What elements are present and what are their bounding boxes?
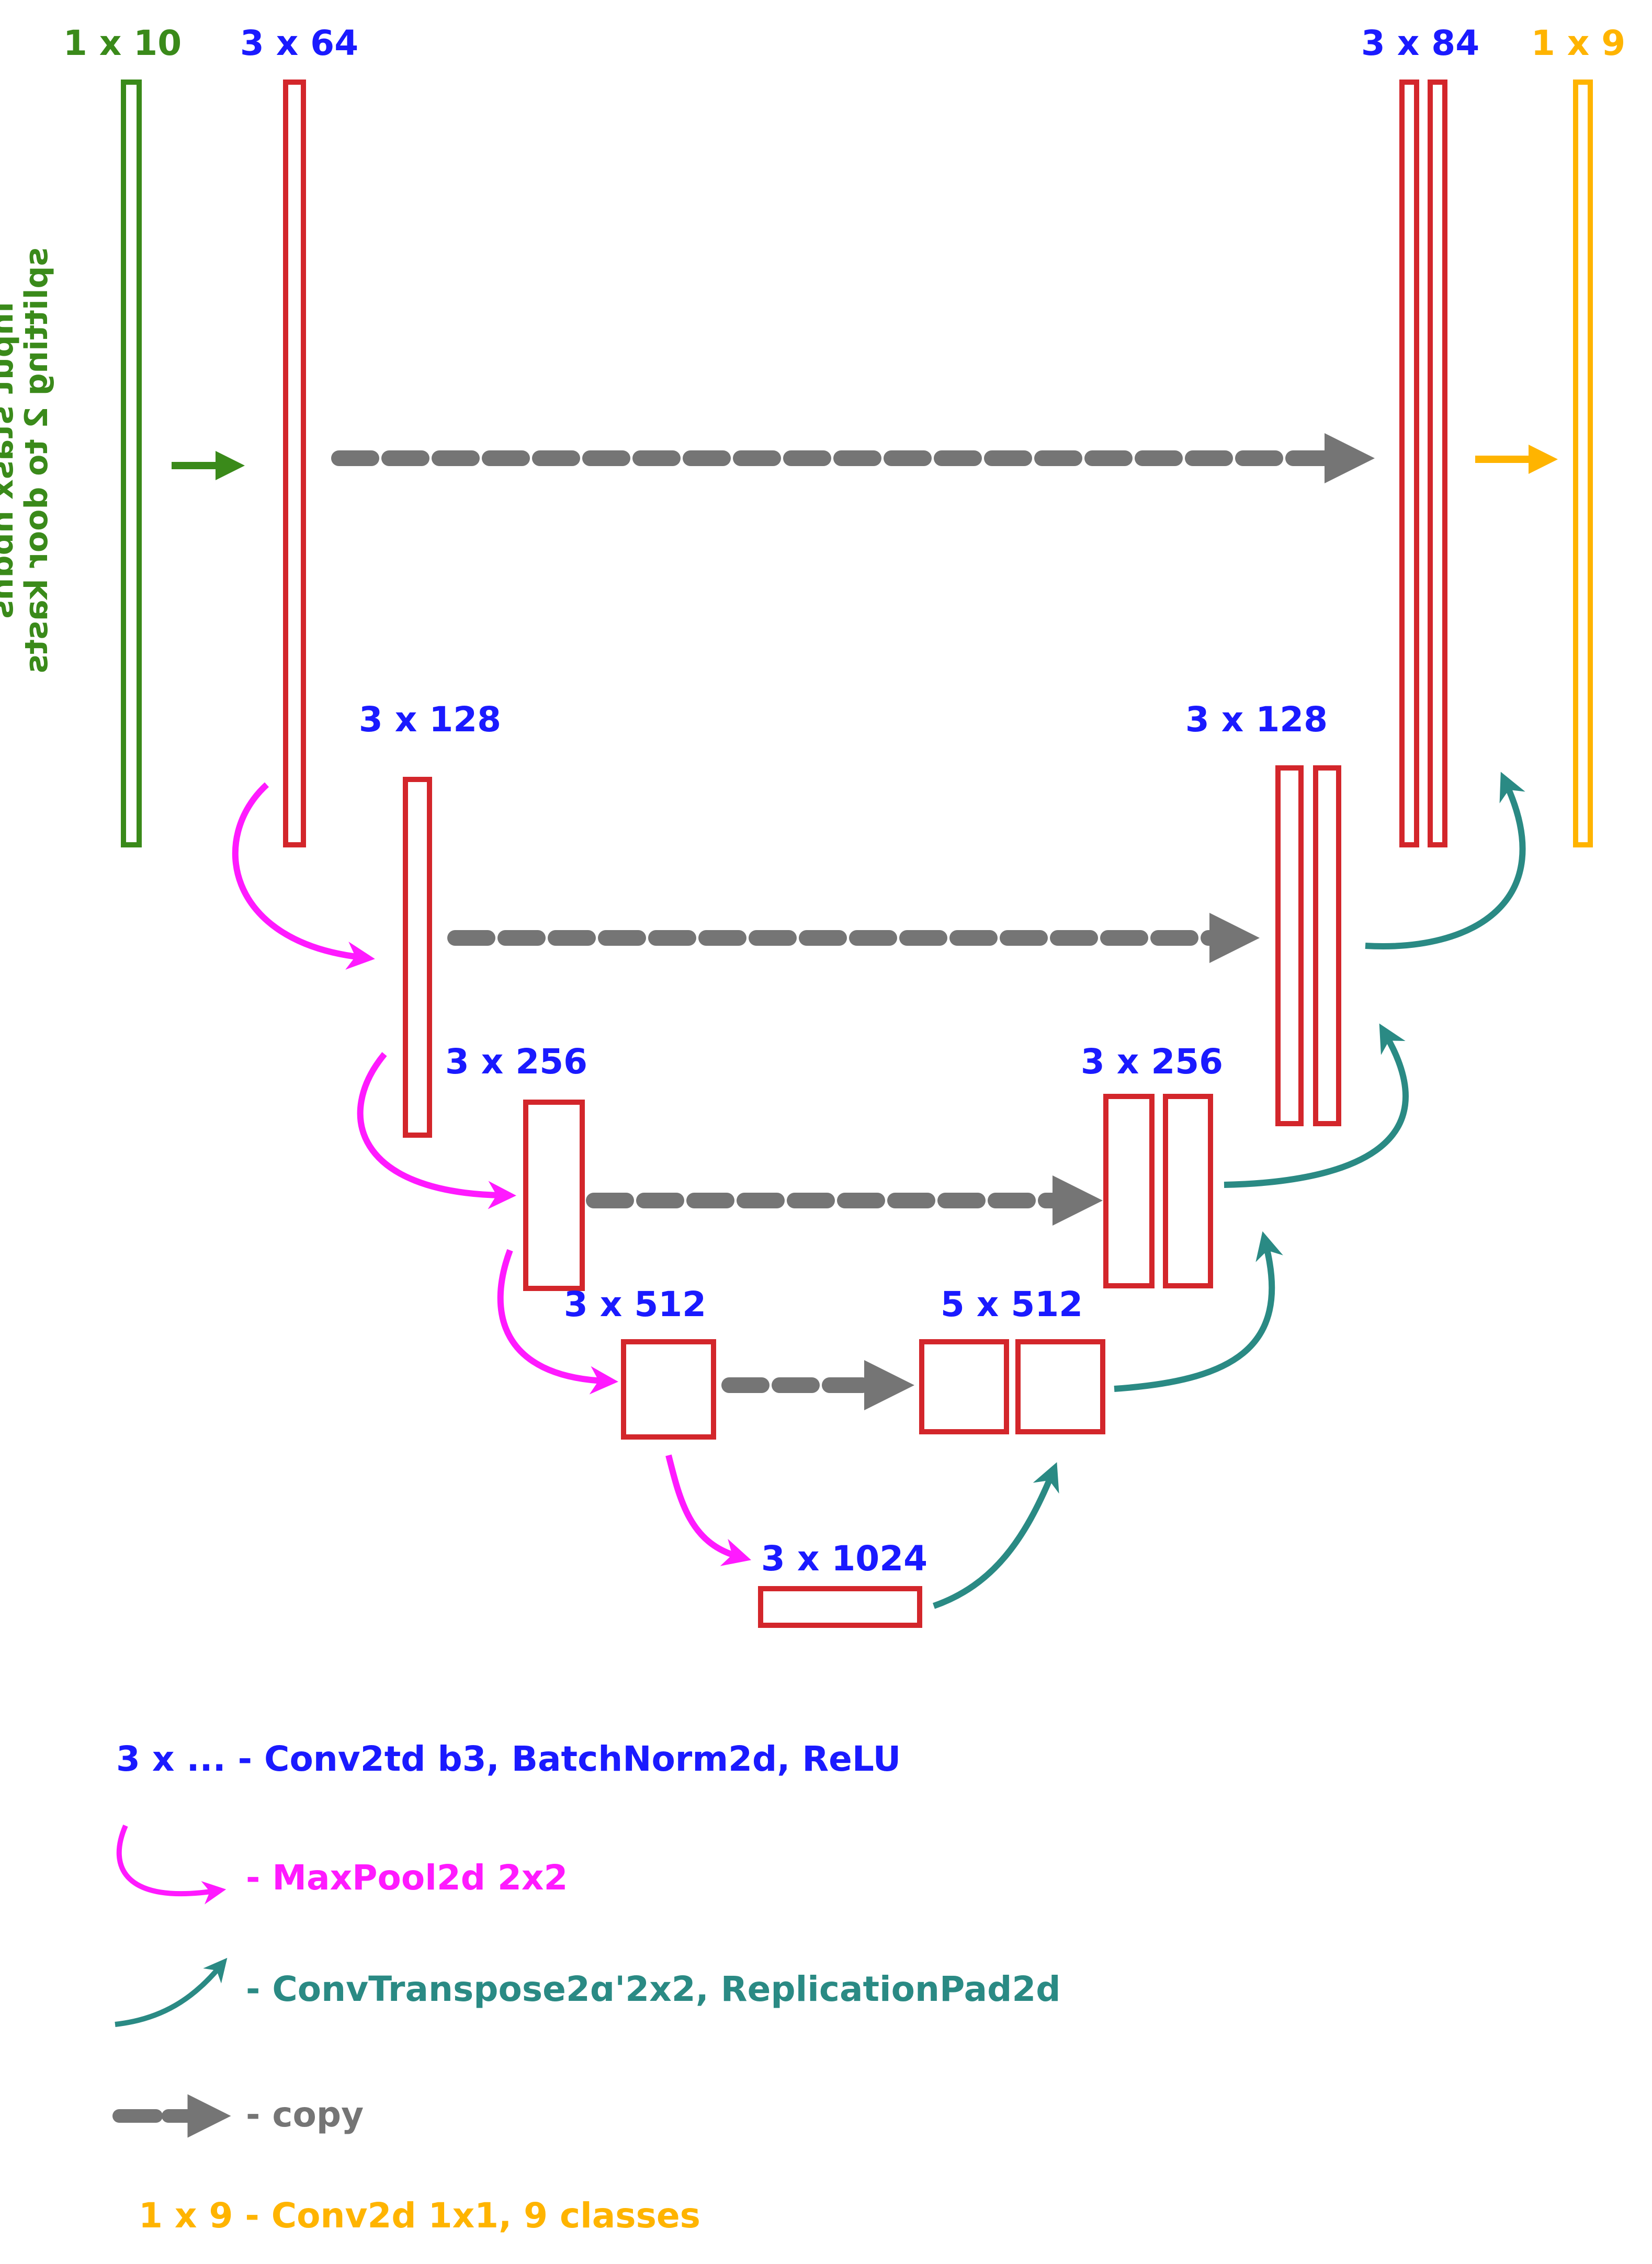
dec3-block-a [1103, 1094, 1155, 1288]
dec4-label: 5 x 512 [941, 1284, 1083, 1325]
maxpool-arrow-3 [497, 1249, 618, 1395]
dec3-label: 3 x 256 [1081, 1042, 1223, 1082]
bottleneck-label: 3 x 1024 [761, 1538, 927, 1579]
side-text: splitting 2 to door kasts input stasx nb… [0, 247, 55, 673]
enc4-block [621, 1339, 716, 1440]
maxpool-arrow-icon [116, 1824, 227, 1905]
enc1-block [283, 80, 306, 847]
dec2-block-b [1313, 765, 1341, 1126]
maxpool-arrow-2 [357, 1052, 516, 1209]
maxpool-arrow-1 [232, 782, 375, 970]
dec2-label: 3 x 128 [1185, 699, 1328, 740]
legend-conv: 3 x ... - Conv2td b3, BatchNorm2d, ReLU [116, 1739, 901, 1779]
enc4-label: 3 x 512 [564, 1284, 706, 1325]
side-text-line1: splitting 2 to door kasts [18, 247, 55, 673]
maxpool-arrow-4 [665, 1454, 752, 1566]
convtranspose-arrow-icon [115, 1957, 228, 2027]
legend-output: 1 x 9 - Conv2d 1x1, 9 classes [139, 2195, 700, 2236]
input-bar [121, 80, 142, 847]
dec4-block-a [919, 1339, 1009, 1434]
output-bar [1573, 80, 1593, 847]
enc2-block [403, 777, 432, 1138]
side-text-line2: input stasx nbdns [0, 302, 20, 619]
enc1-label: 3 x 64 [240, 23, 358, 63]
enc3-block [523, 1100, 585, 1291]
dec2-block-a [1275, 765, 1304, 1126]
convtranspose-arrow-3 [1224, 1023, 1409, 1188]
legend-maxpool: - MaxPool2d 2x2 [246, 1858, 568, 1898]
convtranspose-arrow-4 [1365, 772, 1526, 949]
dec1-block-b [1428, 80, 1447, 847]
convtranspose-arrow-1 [933, 1462, 1059, 1609]
dec1-block-a [1399, 80, 1419, 847]
dec1-label: 3 x 84 [1361, 23, 1479, 63]
enc2-label: 3 x 128 [359, 699, 501, 740]
enc3-label: 3 x 256 [445, 1042, 587, 1082]
dec4-block-b [1015, 1339, 1105, 1434]
input-size-label: 1 x 10 [63, 23, 182, 63]
dec3-block-b [1163, 1094, 1213, 1288]
convtranspose-arrow-2 [1114, 1231, 1283, 1392]
output-size-label: 1 x 9 [1531, 23, 1625, 63]
bottleneck-block [758, 1586, 922, 1628]
legend-copy: - copy [246, 2095, 364, 2135]
legend-convtranspose: - ConvTranspose2ɑ'2x2, ReplicationPad2d [246, 1969, 1061, 2009]
